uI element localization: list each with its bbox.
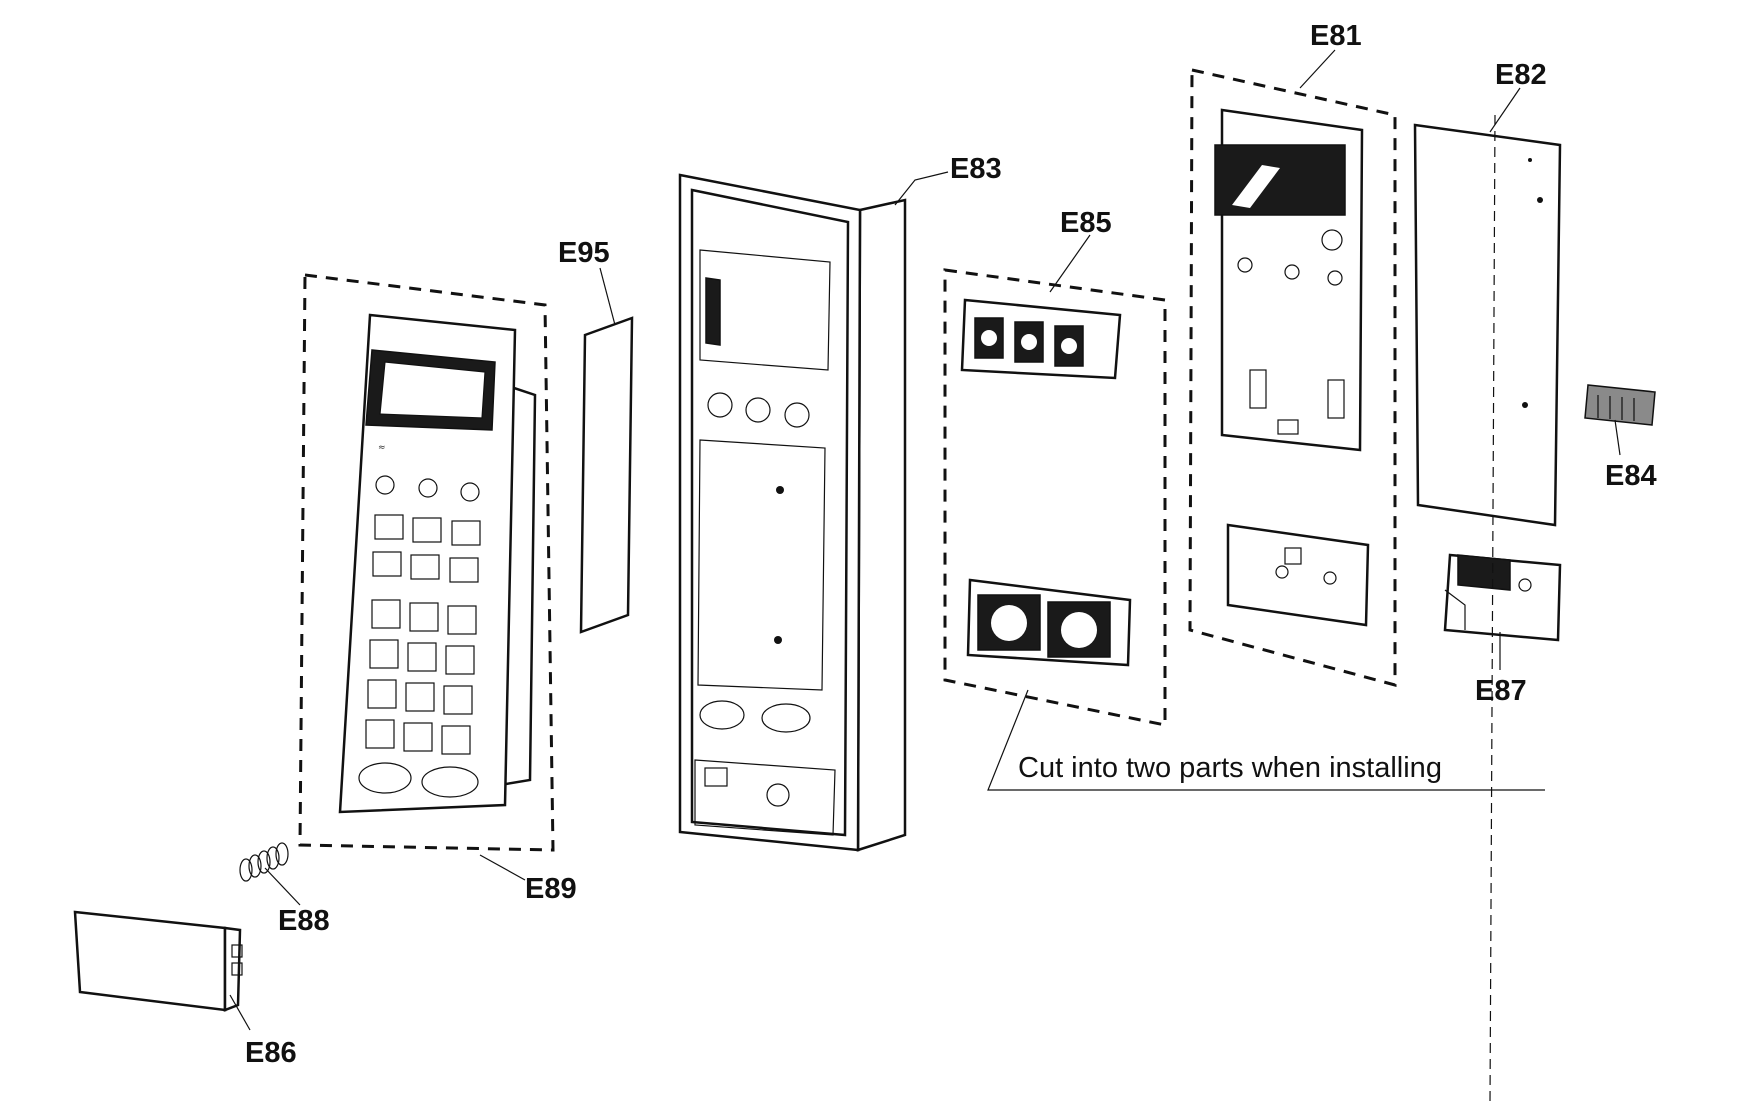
e81-sub-pcb xyxy=(1226,523,1370,627)
part-labels: E81 E82 E83 E84 E85 E86 E87 E88 E89 E95 … xyxy=(245,20,1657,1069)
label-e81: E81 xyxy=(1310,20,1362,52)
e85-dashed-outline xyxy=(943,268,1167,727)
e85-holder-upper xyxy=(960,298,1122,380)
label-e95: E95 xyxy=(558,237,610,269)
keypad-key-grid xyxy=(365,514,481,755)
e95-film xyxy=(579,316,634,634)
installation-note: Cut into two parts when installing xyxy=(1018,752,1442,784)
e82-shield-sheet xyxy=(1413,123,1562,527)
e85-holder-lower xyxy=(966,578,1132,667)
e83-control-frame xyxy=(678,173,907,852)
e85-tact-holder-group xyxy=(943,268,1167,727)
frame-latch-area xyxy=(694,759,836,836)
frame-knob-holes xyxy=(707,392,810,428)
e84-connector xyxy=(1584,384,1656,426)
keypad-start-oval xyxy=(421,766,479,798)
keypad-brand-mark: ≈ xyxy=(378,443,386,453)
e89-dashed-outline xyxy=(298,273,555,852)
label-e85: E85 xyxy=(1060,207,1112,239)
e81-main-pcb xyxy=(1214,108,1364,452)
label-e87: E87 xyxy=(1475,675,1527,707)
label-e83: E83 xyxy=(950,153,1002,185)
frame-inner xyxy=(690,188,850,837)
keypad-stop-oval xyxy=(358,762,412,794)
leader-lines xyxy=(229,49,1621,1103)
label-e82: E82 xyxy=(1495,59,1547,91)
keypad-sheet xyxy=(338,313,517,814)
e88-spring xyxy=(239,842,289,882)
e81-pcb-group xyxy=(1188,68,1397,687)
e89-keypad-assembly: ≈ xyxy=(298,273,555,852)
e86-door-button xyxy=(73,910,243,1012)
frame-keypad-opening xyxy=(697,439,826,691)
frame-side xyxy=(856,198,907,852)
e81-dashed-outline xyxy=(1188,68,1397,687)
label-e86: E86 xyxy=(245,1037,297,1069)
label-e84: E84 xyxy=(1605,460,1657,492)
label-e89: E89 xyxy=(525,873,577,905)
e87-bracket xyxy=(1443,553,1562,642)
label-e88: E88 xyxy=(278,905,330,937)
frame-display-opening xyxy=(699,249,831,371)
keypad-dial-icons xyxy=(375,475,480,502)
